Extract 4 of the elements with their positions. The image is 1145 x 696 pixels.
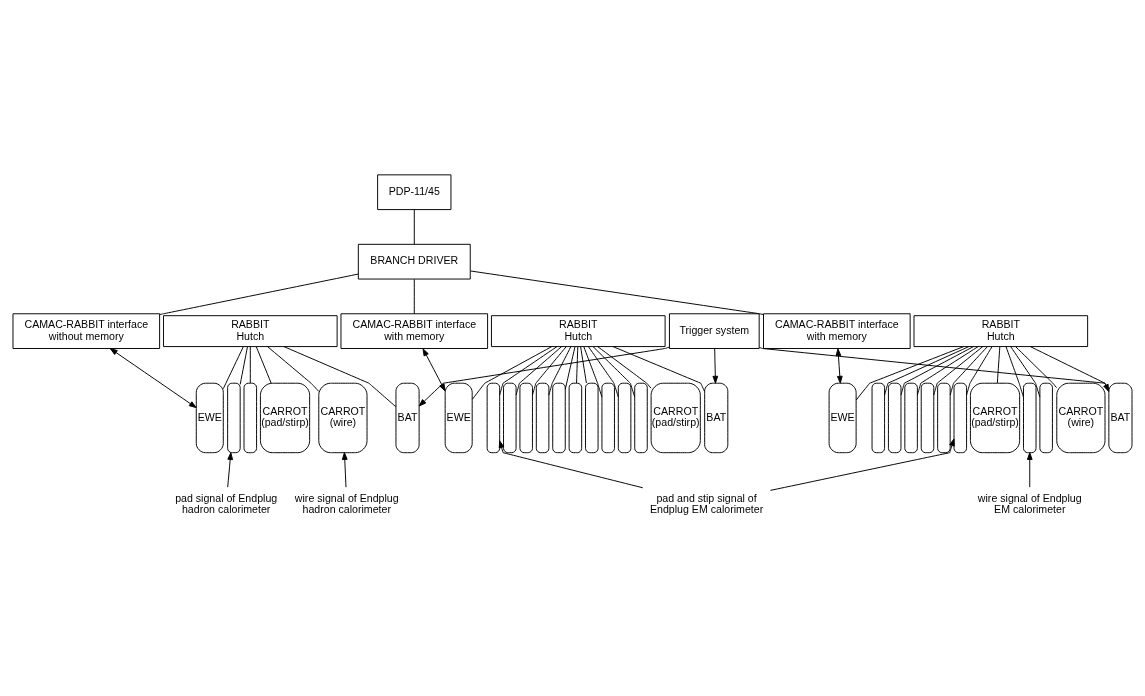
node-text: wire signal of Endplug EM calorimeter	[977, 491, 1082, 515]
node-text: wire signal of Endplug hadron calorimeter	[294, 491, 399, 515]
node-text: pad signal of Endplug hadron calorimeter	[175, 491, 278, 515]
node-text: pad and stip signal of Endplug EM calorimeter	[649, 491, 764, 515]
